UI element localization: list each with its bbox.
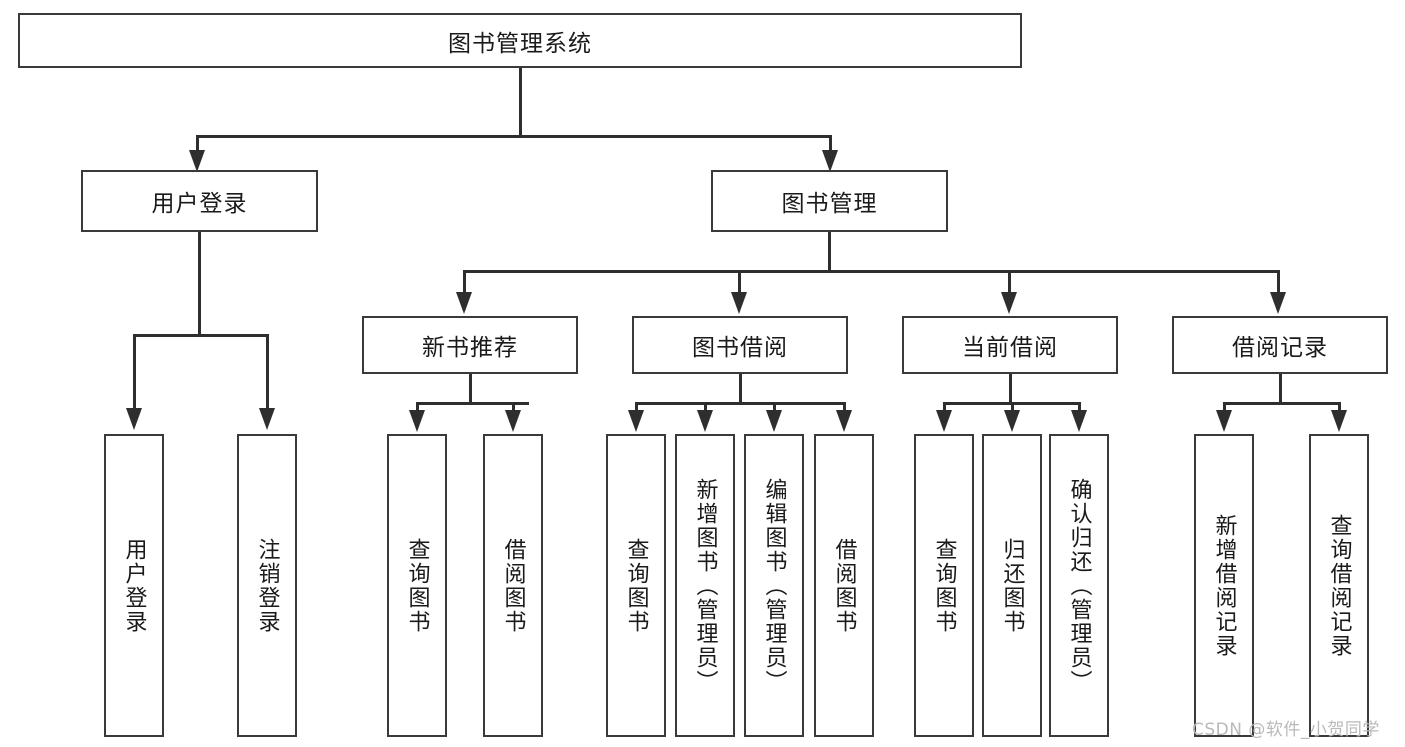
arrow-cb-leaf-3 [1071,410,1087,432]
edge-cb-drop-2 [1011,402,1014,416]
arrow-to-user-login [189,150,205,172]
edge-bb-drop-1 [635,402,638,416]
leaf-bb-borrow-books[interactable]: 借阅图书 [814,434,874,737]
edge-cb-drop-1 [943,402,946,416]
edge-user-login-stem [198,232,201,336]
node-label: 查询图书 [404,537,430,634]
node-label: 查询图书 [623,537,649,634]
arrow-to-book-borrow [731,292,747,314]
node-book-borrow[interactable]: 图书借阅 [632,316,848,374]
node-label: 图书管理 [781,191,878,217]
leaf-user-login[interactable]: 用户登录 [104,434,164,737]
node-label: 借阅记录 [1232,335,1328,361]
node-label: 图书借阅 [692,335,788,361]
node-new-book-recommend[interactable]: 新书推荐 [362,316,578,374]
edge-bb-drop-3 [773,402,776,416]
node-label: 借阅图书 [831,537,857,634]
edge-bm-drop-borrow-record [1277,270,1280,300]
node-label: 编辑图书（管理员） [761,477,787,694]
node-borrow-record[interactable]: 借阅记录 [1172,316,1388,374]
leaf-bb-edit-book-admin[interactable]: 编辑图书（管理员） [744,434,804,737]
edge-cb-drop-3 [1078,402,1081,416]
node-label: 用户登录 [121,537,147,634]
node-label: 新增借阅记录 [1211,513,1237,658]
arrow-nbr-leaf-2 [505,410,521,432]
leaf-br-query-record[interactable]: 查询借阅记录 [1309,434,1369,737]
leaf-nbr-query-books[interactable]: 查询图书 [387,434,447,737]
leaf-cb-confirm-return-admin[interactable]: 确认归还（管理员） [1049,434,1109,737]
edge-br-drop-1 [1223,402,1226,416]
edge-root-bus [196,135,832,138]
leaf-nbr-borrow-books[interactable]: 借阅图书 [483,434,543,737]
csdn-watermark: CSDN @软件_小贺同学 [1192,720,1380,740]
edge-nbr-drop-2 [512,402,515,416]
edge-root-to-user-login [196,135,199,157]
arrow-to-borrow-record [1270,292,1286,314]
node-label: 借阅图书 [500,537,526,634]
arrow-br-leaf-2 [1331,410,1347,432]
edge-user-login-drop-1 [133,334,136,414]
node-label: 注销登录 [254,537,280,634]
edge-bb-bus [635,402,846,405]
edge-nbr-bus [416,402,529,405]
node-user-login[interactable]: 用户登录 [81,170,318,232]
node-root-book-management-system[interactable]: 图书管理系统 [18,13,1022,68]
arrow-bb-leaf-2 [697,410,713,432]
node-label: 新书推荐 [422,335,518,361]
node-label: 查询借阅记录 [1326,513,1352,658]
edge-bm-drop-current-borrow [1008,270,1011,300]
leaf-br-add-record[interactable]: 新增借阅记录 [1194,434,1254,737]
edge-user-login-bus [133,334,269,337]
node-label: 当前借阅 [962,335,1058,361]
arrow-user-login-leaf-2 [259,408,275,430]
edge-br-stem [1279,374,1282,404]
edge-book-management-stem [828,232,831,272]
arrow-nbr-leaf-1 [409,410,425,432]
arrow-cb-leaf-2 [1004,410,1020,432]
arrow-to-new-book-recommend [456,292,472,314]
edge-nbr-drop-1 [416,402,419,416]
leaf-cb-query-books[interactable]: 查询图书 [914,434,974,737]
edge-br-bus [1223,402,1340,405]
node-book-management[interactable]: 图书管理 [711,170,948,232]
arrow-cb-leaf-1 [936,410,952,432]
node-label: 确认归还（管理员） [1066,477,1092,694]
arrow-to-current-borrow [1001,292,1017,314]
node-label: 查询图书 [931,537,957,634]
node-label: 用户登录 [151,191,248,217]
edge-root-to-book-management [829,135,832,157]
arrow-bb-leaf-3 [766,410,782,432]
node-label: 归还图书 [999,537,1025,634]
arrow-to-book-management [822,150,838,172]
edge-user-login-drop-2 [266,334,269,414]
edge-bb-stem [739,374,742,404]
edge-cb-stem [1009,374,1012,404]
leaf-bb-add-book-admin[interactable]: 新增图书（管理员） [675,434,735,737]
arrow-bb-leaf-1 [628,410,644,432]
edge-bm-drop-new-book [463,270,466,300]
edge-br-drop-2 [1338,402,1341,416]
edge-book-management-bus [463,270,1280,273]
edge-bm-drop-book-borrow [738,270,741,300]
edge-bb-drop-4 [843,402,846,416]
arrow-user-login-leaf-1 [126,408,142,430]
arrow-br-leaf-1 [1216,410,1232,432]
leaf-cb-return-books[interactable]: 归还图书 [982,434,1042,737]
node-label: 图书管理系统 [448,30,592,57]
leaf-bb-query-books[interactable]: 查询图书 [606,434,666,737]
edge-bb-drop-2 [704,402,707,416]
arrow-bb-leaf-4 [836,410,852,432]
edge-nbr-stem [469,374,472,404]
node-current-borrow[interactable]: 当前借阅 [902,316,1118,374]
node-label: 新增图书（管理员） [692,477,718,694]
edge-root-stem [519,68,522,136]
leaf-logout[interactable]: 注销登录 [237,434,297,737]
